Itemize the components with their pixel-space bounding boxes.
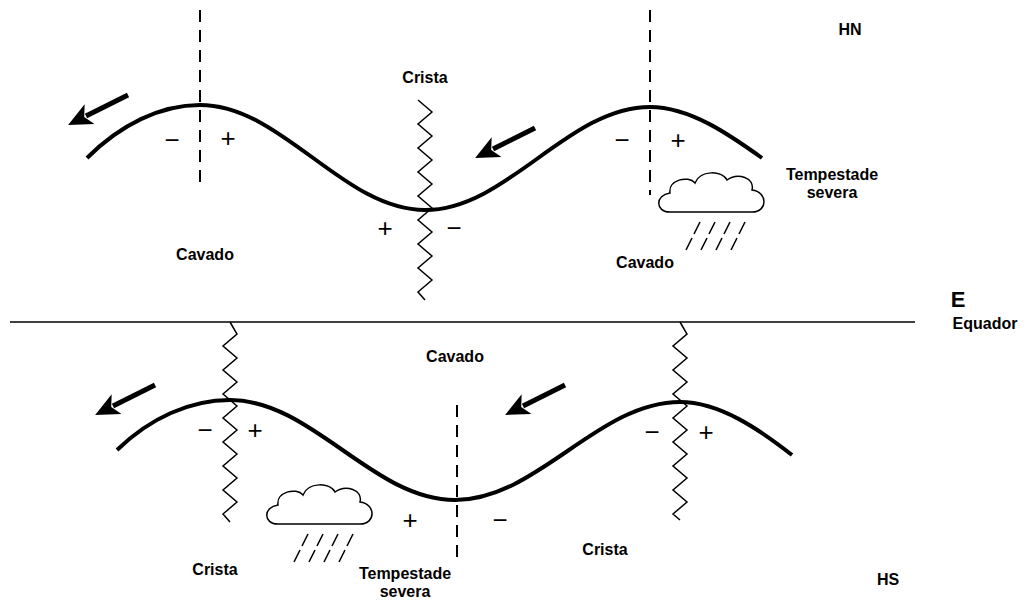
trough-label: Cavado	[616, 254, 674, 272]
sign-symbol: −	[164, 127, 179, 153]
sign-symbol: +	[670, 127, 685, 153]
propagation-arrow	[523, 385, 565, 406]
storm-label: Tempestade severa	[350, 565, 460, 600]
trough-axis	[456, 405, 458, 558]
trough-label: Cavado	[176, 246, 234, 264]
wave-curve	[117, 400, 792, 500]
sign-symbol: +	[377, 215, 392, 241]
hemisphere-label: HN	[838, 21, 861, 39]
trough-axis	[199, 10, 201, 190]
ridge-label: Crista	[582, 541, 627, 559]
ridge-label: Crista	[402, 69, 447, 87]
ridge-axis	[223, 322, 237, 522]
sign-symbol: −	[197, 417, 212, 443]
trough-label: Cavado	[426, 348, 484, 366]
wave-curve	[87, 105, 762, 210]
sign-symbol: −	[644, 419, 659, 445]
storm-cloud	[267, 485, 372, 562]
sign-symbol: −	[446, 215, 461, 241]
ridge-axis	[673, 322, 687, 520]
propagation-arrow	[86, 95, 128, 116]
sign-symbol: +	[402, 507, 417, 533]
storm-label: Tempestade severa	[777, 166, 887, 201]
ridge-axis	[418, 100, 432, 300]
ridge-label: Crista	[192, 561, 237, 579]
sign-symbol: +	[247, 417, 262, 443]
trough-axis	[649, 10, 651, 195]
storm-cloud	[659, 173, 764, 250]
hemisphere-label: HS	[877, 571, 899, 589]
sign-symbol: +	[220, 125, 235, 151]
propagation-arrow	[113, 385, 155, 406]
sign-symbol: −	[614, 127, 629, 153]
equator-line	[10, 321, 915, 323]
propagation-arrow	[493, 128, 535, 149]
equator-label: Equador	[953, 315, 1018, 333]
equator-letter: E	[951, 288, 966, 312]
sign-symbol: −	[492, 507, 507, 533]
sign-symbol: +	[698, 419, 713, 445]
